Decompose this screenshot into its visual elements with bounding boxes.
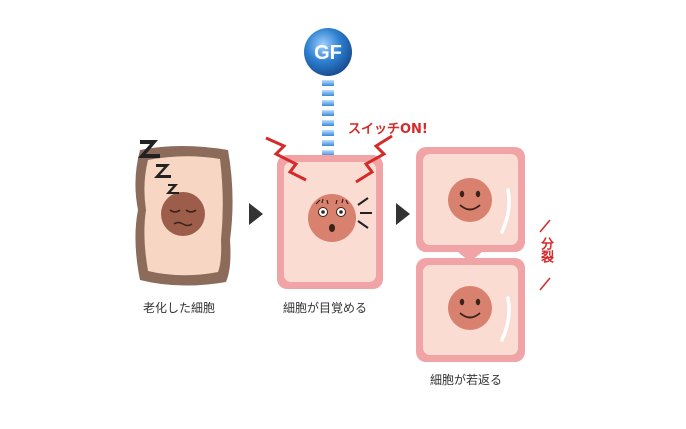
sleep-z-icon — [138, 140, 179, 194]
caption-awakening-cell: 細胞が目覚める — [283, 301, 368, 315]
division-slash-top — [539, 219, 551, 233]
surprise-marks-icon — [357, 197, 372, 229]
rejuvenated-cells — [416, 147, 525, 362]
step-arrow-icon — [249, 203, 263, 225]
division-label: 分裂 — [538, 237, 553, 263]
caption-aging-cell: 老化した細胞 — [143, 301, 216, 315]
lightning-right-icon — [355, 134, 393, 184]
gf-badge — [304, 28, 352, 76]
division-slash-bottom — [539, 277, 551, 291]
gf-badge-label: GF — [314, 42, 342, 64]
highlight-shine — [500, 296, 511, 342]
smiling-face-icon — [448, 286, 492, 330]
smiling-face-icon — [448, 178, 492, 222]
surprised-face-icon — [308, 194, 356, 242]
highlight-shine — [500, 188, 511, 234]
switch-on-label: スイッチON! — [348, 122, 428, 137]
lightning-left-icon — [265, 136, 307, 182]
caption-rejuvenated-cell: 細胞が若返る — [430, 373, 503, 387]
awakening-cell — [277, 155, 383, 289]
division-connector — [458, 252, 482, 262]
aging-cell — [135, 140, 233, 286]
step-arrow-icon — [396, 203, 410, 225]
sleeping-face-icon — [161, 192, 205, 236]
